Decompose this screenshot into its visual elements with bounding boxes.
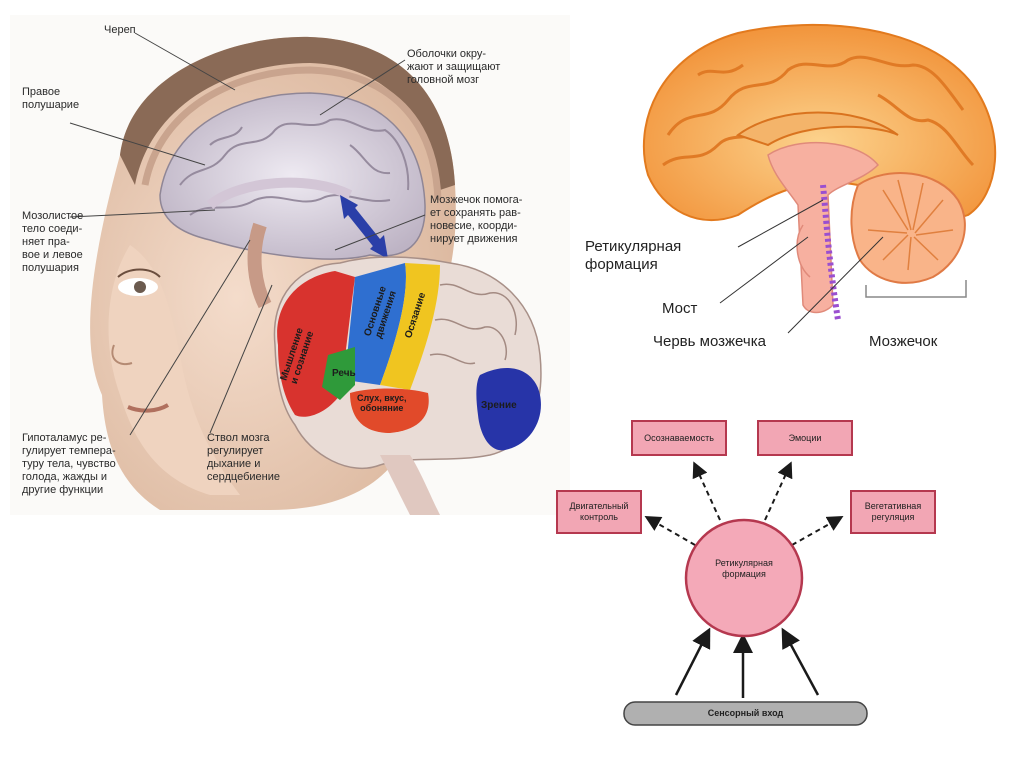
head-illustration (10, 15, 570, 515)
label-right-hemisphere: Правое полушарие (22, 86, 80, 111)
node-emotions: Эмоции (757, 420, 853, 456)
node-awareness: Осознаваемость (631, 420, 727, 456)
label-reticular-formation: Ретикулярная формация (585, 238, 682, 273)
sagittal-brain-illustration (642, 23, 997, 334)
node-vegetative: Вегетативная регуляция (850, 490, 936, 534)
label-cerebellum-function: Мозжечок помога- ет сохранять рав- новес… (430, 194, 523, 245)
label-hypothalamus: Гипоталамус ре- гулирует темпера- туру т… (22, 432, 116, 496)
label-pons: Мост (662, 300, 698, 317)
lobe-speech-label: Речь (332, 368, 356, 379)
node-reticular-formation: Ретикулярная формация (715, 558, 773, 579)
label-cerebellum: Мозжечок (869, 333, 938, 350)
node-sensory-input: Сенсорный вход (707, 708, 784, 718)
label-meninges: Оболочки окру- жают и защищают головной … (407, 48, 501, 86)
node-motor-control: Двигательный контроль (556, 490, 642, 534)
lobe-hearing-label: Слух, вкус, обоняние (357, 393, 407, 413)
lobe-vision-label: Зрение (481, 400, 517, 411)
label-corpus-callosum: Мозолистое тело соеди- няет пра- вое и л… (22, 210, 84, 274)
label-vermis: Червь мозжечка (653, 333, 766, 350)
label-skull: Череп (104, 24, 136, 36)
label-brainstem: Ствол мозга регулирует дыхание и сердцеб… (207, 432, 280, 483)
